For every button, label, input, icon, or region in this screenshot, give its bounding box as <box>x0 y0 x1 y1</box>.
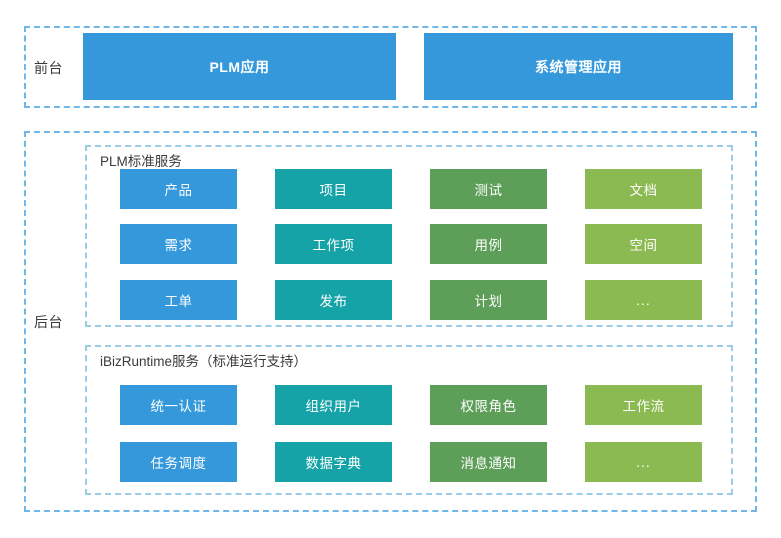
service-row: 需求 工作项 用例 空间 <box>120 224 720 264</box>
service-box-tongyirenzheng[interactable]: 统一认证 <box>120 385 237 425</box>
service-box-gongzuoliu[interactable]: 工作流 <box>585 385 702 425</box>
service-box-gongdan[interactable]: 工单 <box>120 280 237 320</box>
service-box-wendang[interactable]: 文档 <box>585 169 702 209</box>
service-box-chanpin[interactable]: 产品 <box>120 169 237 209</box>
service-box-renwudiaodu[interactable]: 任务调度 <box>120 442 237 482</box>
service-row: 工单 发布 计划 ... <box>120 280 720 320</box>
service-box-quanxianjuese[interactable]: 权限角色 <box>430 385 547 425</box>
service-box-more[interactable]: ... <box>585 280 702 320</box>
service-row: 产品 项目 测试 文档 <box>120 169 720 209</box>
service-box-kongjian[interactable]: 空间 <box>585 224 702 264</box>
service-box-xiaoxitongzhi[interactable]: 消息通知 <box>430 442 547 482</box>
group-plm-standard-services-title: PLM标准服务 <box>97 150 185 170</box>
service-box-jihua[interactable]: 计划 <box>430 280 547 320</box>
service-box-gongzuoxiang[interactable]: 工作项 <box>275 224 392 264</box>
service-box-more[interactable]: ... <box>585 442 702 482</box>
service-box-xuqiu[interactable]: 需求 <box>120 224 237 264</box>
service-box-fabu[interactable]: 发布 <box>275 280 392 320</box>
service-box-ceshi[interactable]: 测试 <box>430 169 547 209</box>
service-box-yongli[interactable]: 用例 <box>430 224 547 264</box>
app-box-plm-application[interactable]: PLM应用 <box>83 33 396 100</box>
group-plm-standard-services <box>85 145 733 327</box>
service-box-shujuzidian[interactable]: 数据字典 <box>275 442 392 482</box>
service-row: 统一认证 组织用户 权限角色 工作流 <box>120 385 720 425</box>
service-row: 任务调度 数据字典 消息通知 ... <box>120 442 720 482</box>
app-box-system-management-application[interactable]: 系统管理应用 <box>424 33 733 100</box>
group-ibizruntime-services-title: iBizRuntime服务（标准运行支持） <box>97 350 311 370</box>
group-ibizruntime-services <box>85 345 733 495</box>
tier-back-label: 后台 <box>34 314 63 330</box>
service-box-zuzhiyonghu[interactable]: 组织用户 <box>275 385 392 425</box>
tier-front-label: 前台 <box>34 60 63 76</box>
service-box-xiangmu[interactable]: 项目 <box>275 169 392 209</box>
